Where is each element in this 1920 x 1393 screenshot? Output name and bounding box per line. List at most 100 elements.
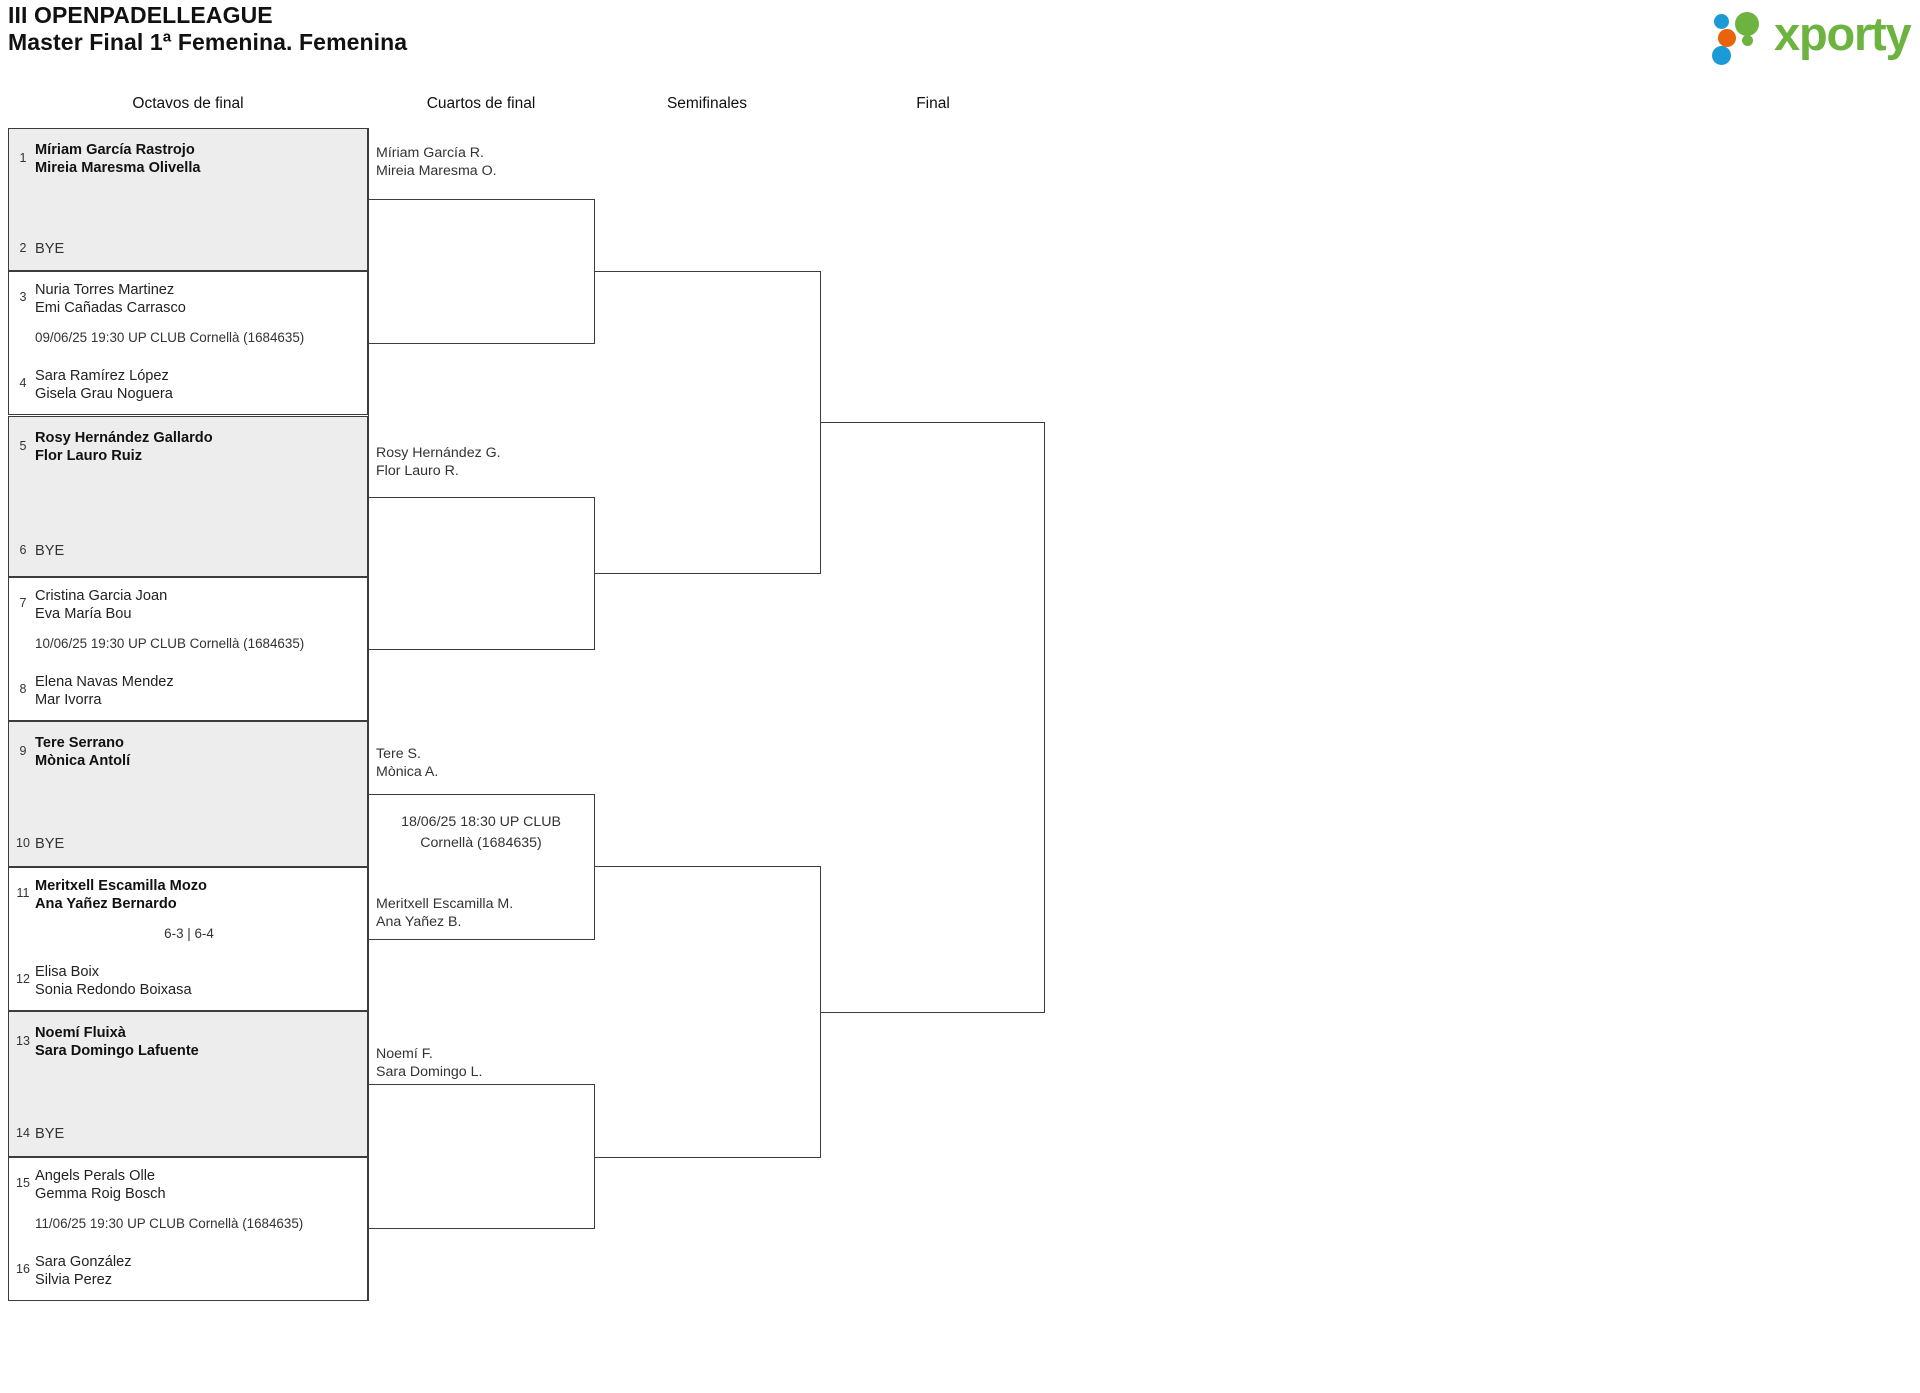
connector-sf2-out xyxy=(820,1012,1045,1013)
player-2: Sara Domingo L. xyxy=(376,1064,483,1080)
team-names: Míriam García Rastrojo Mireia Maresma Ol… xyxy=(35,141,363,177)
player-1: Tere S. xyxy=(376,746,421,762)
r16-slot-3[interactable]: 3 Nuria Torres Martinez Emi Cañadas Carr… xyxy=(9,272,369,328)
r16-slot-2[interactable]: 2 BYE xyxy=(9,199,369,272)
r16-slot-14[interactable]: 14 BYE xyxy=(9,1084,369,1158)
player-2: Mar Ivorra xyxy=(35,692,102,708)
logo-dot-orange xyxy=(1718,29,1736,47)
connector-sf1-out xyxy=(820,422,1045,423)
player-2: Silvia Perez xyxy=(35,1272,113,1288)
r16-match-3[interactable]: 5 Rosy Hernández Gallardo Flor Lauro Rui… xyxy=(8,416,368,577)
r16-slot-5[interactable]: 5 Rosy Hernández Gallardo Flor Lauro Rui… xyxy=(9,417,369,497)
seed-number: 5 xyxy=(19,439,27,453)
player-1: Noemí Fluixà xyxy=(35,1025,126,1041)
r16-slot-15[interactable]: 15 Angels Perals Olle Gemma Roig Bosch xyxy=(9,1158,369,1214)
seed-number: 13 xyxy=(16,1034,30,1048)
team-names: Cristina Garcia Joan Eva María Bou xyxy=(35,587,363,623)
bye-label: BYE xyxy=(35,543,65,559)
player-2: Mònica A. xyxy=(376,764,439,780)
connector-qf4-vertical xyxy=(594,1084,595,1229)
player-1: Angels Perals Olle xyxy=(35,1168,156,1184)
match-score: 6-3 | 6-4 xyxy=(164,926,214,941)
connector-qf1-out xyxy=(594,271,821,272)
player-1: Míriam García Rastrojo xyxy=(35,142,195,158)
bye-label: BYE xyxy=(35,1126,65,1142)
player-1: Tere Serrano xyxy=(35,735,124,751)
r16-slot-11[interactable]: 11 Meritxell Escamilla Mozo Ana Yañez Be… xyxy=(9,868,369,924)
r16-slot-8[interactable]: 8 Elena Navas Mendez Mar Ivorra xyxy=(9,664,369,722)
connector-r16-m7-out xyxy=(368,1084,595,1085)
player-2: Sara Domingo Lafuente xyxy=(35,1043,199,1059)
bye-label: BYE xyxy=(35,836,65,852)
connector-qf3-vertical xyxy=(594,794,595,940)
connector-final-vertical xyxy=(1044,422,1045,1013)
connector-qf4-out xyxy=(594,1157,821,1158)
r16-column-right-edge xyxy=(368,128,369,1301)
category-title: Master Final 1ª Femenina. Femenina xyxy=(8,29,408,55)
round-header-cuartos: Cuartos de final xyxy=(426,95,536,112)
r16-slot-4[interactable]: 4 Sara Ramírez López Gisela Grau Noguera xyxy=(9,358,369,416)
r16-match-6[interactable]: 11 Meritxell Escamilla Mozo Ana Yañez Be… xyxy=(8,867,368,1011)
logo-dot-blue-top xyxy=(1714,14,1729,29)
round-header-final: Final xyxy=(916,95,950,112)
logo-dot-green-large xyxy=(1735,12,1759,36)
team-names: Sara González Silvia Perez xyxy=(35,1253,363,1289)
connector-r16-m8-out xyxy=(368,1228,595,1229)
r16-slot-13[interactable]: 13 Noemí Fluixà Sara Domingo Lafuente xyxy=(9,1012,369,1084)
r16-match-4[interactable]: 7 Cristina Garcia Joan Eva María Bou 10/… xyxy=(8,577,368,721)
r16-match-8[interactable]: 15 Angels Perals Olle Gemma Roig Bosch 1… xyxy=(8,1157,368,1301)
team-names: Angels Perals Olle Gemma Roig Bosch xyxy=(35,1167,363,1203)
r16-slot-10[interactable]: 10 BYE xyxy=(9,794,369,868)
connector-r16-m4-out xyxy=(368,649,595,650)
player-1: Noemí F. xyxy=(376,1046,433,1062)
team-names: Meritxell Escamilla Mozo Ana Yañez Berna… xyxy=(35,877,363,913)
round-header-octavos: Octavos de final xyxy=(132,95,244,112)
seed-number: 7 xyxy=(19,596,27,610)
bye-label: BYE xyxy=(35,241,65,257)
team-names: Tere Serrano Mònica Antolí xyxy=(35,734,363,770)
team-names: Rosy Hernández Gallardo Flor Lauro Ruiz xyxy=(35,429,363,465)
match-info: 10/06/25 19:30 UP CLUB Cornellà (1684635… xyxy=(35,636,305,651)
player-1: Rosy Hernández G. xyxy=(376,445,501,461)
match-info: 09/06/25 19:30 UP CLUB Cornellà (1684635… xyxy=(35,330,305,345)
qf-match-3-info: 18/06/25 18:30 UP CLUB Cornellà (1684635… xyxy=(376,812,586,854)
logo-wordmark: xporty xyxy=(1774,7,1912,60)
page-header: III OPENPADELLEAGUE Master Final 1ª Feme… xyxy=(0,0,1920,80)
player-2: Flor Lauro Ruiz xyxy=(35,448,143,464)
connector-qf2-out xyxy=(594,573,821,574)
seed-number: 2 xyxy=(19,241,27,255)
player-1: Elena Navas Mendez xyxy=(35,674,174,690)
qf-entrant-3-names: Tere S. Mònica A. xyxy=(376,745,438,781)
seed-number: 12 xyxy=(16,972,30,986)
player-2: Ana Yañez B. xyxy=(376,914,462,930)
r16-match-2[interactable]: 3 Nuria Torres Martinez Emi Cañadas Carr… xyxy=(8,271,368,415)
title-block: III OPENPADELLEAGUE Master Final 1ª Feme… xyxy=(8,2,407,56)
r16-slot-12[interactable]: 12 Elisa Boix Sonia Redondo Boixasa xyxy=(9,954,369,1012)
r16-slot-9[interactable]: 9 Tere Serrano Mònica Antolí xyxy=(9,722,369,794)
seed-number: 10 xyxy=(16,836,30,850)
seed-number: 6 xyxy=(19,543,27,557)
tournament-title: III OPENPADELLEAGUE xyxy=(8,2,273,28)
player-2: Eva María Bou xyxy=(35,606,132,622)
round-header-semifinales: Semifinales xyxy=(666,95,748,112)
seed-number: 3 xyxy=(19,290,27,304)
r16-slot-16[interactable]: 16 Sara González Silvia Perez xyxy=(9,1244,369,1302)
seed-number: 15 xyxy=(16,1176,30,1190)
player-1: Elisa Boix xyxy=(35,964,100,980)
player-1: Sara González xyxy=(35,1254,132,1270)
player-1: Meritxell Escamilla Mozo xyxy=(35,878,207,894)
r16-slot-7[interactable]: 7 Cristina Garcia Joan Eva María Bou xyxy=(9,578,369,634)
player-2: Gisela Grau Noguera xyxy=(35,386,173,402)
seed-number: 1 xyxy=(19,151,27,165)
connector-qf3-out xyxy=(594,866,821,867)
r16-match-5[interactable]: 9 Tere Serrano Mònica Antolí 10 BYE xyxy=(8,721,368,867)
r16-match-7[interactable]: 13 Noemí Fluixà Sara Domingo Lafuente 14… xyxy=(8,1011,368,1157)
r16-slot-6[interactable]: 6 BYE xyxy=(9,497,369,578)
r16-slot-1[interactable]: 1 Míriam García Rastrojo Mireia Maresma … xyxy=(9,129,369,199)
connector-r16-m5-out xyxy=(368,794,595,795)
logo-dot-green-small xyxy=(1742,35,1753,46)
player-2: Mònica Antolí xyxy=(35,753,131,769)
connector-r16-m2-out xyxy=(368,343,595,344)
r16-match-1[interactable]: 1 Míriam García Rastrojo Mireia Maresma … xyxy=(8,128,368,271)
